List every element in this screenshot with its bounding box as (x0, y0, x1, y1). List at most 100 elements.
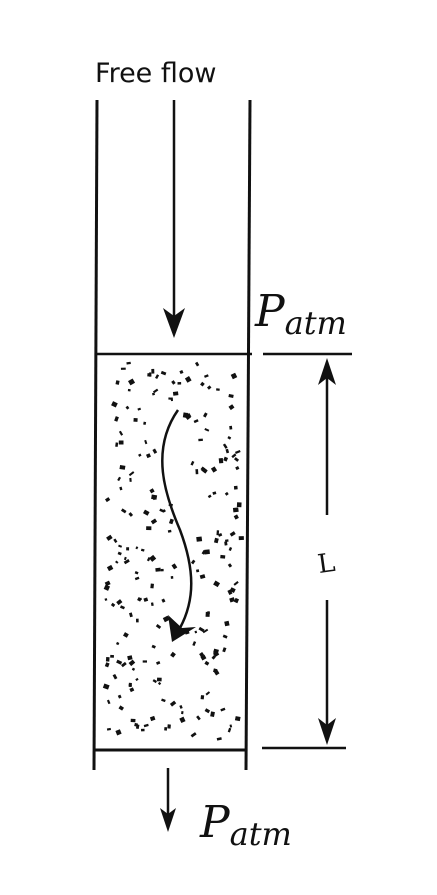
particle (230, 372, 238, 380)
particle (111, 401, 118, 408)
particle (194, 630, 198, 634)
particle (134, 571, 139, 575)
particle (106, 699, 111, 705)
particle (184, 631, 190, 635)
particle (149, 554, 157, 562)
particle (123, 556, 127, 561)
particle (229, 597, 236, 603)
particle (105, 656, 110, 662)
particle (116, 599, 123, 606)
particle (125, 405, 130, 410)
particle (114, 416, 119, 422)
particle (195, 569, 200, 573)
particle (190, 559, 196, 565)
particle (213, 651, 220, 658)
particle (115, 442, 119, 447)
particle (198, 438, 203, 442)
particle (198, 626, 205, 633)
particle (120, 367, 126, 370)
particle (137, 407, 142, 411)
particle (169, 700, 177, 707)
particle (118, 430, 124, 436)
particle (164, 727, 168, 731)
particle (195, 361, 200, 367)
particle (134, 722, 139, 727)
particle (216, 737, 222, 741)
particle (110, 654, 114, 658)
particle (117, 476, 122, 482)
particle (207, 385, 212, 390)
particle (200, 695, 205, 700)
particle (120, 508, 127, 514)
top-pressure-subscript: atm (285, 304, 347, 342)
particle (150, 602, 154, 607)
particle (152, 679, 158, 684)
particle (152, 448, 158, 454)
particle (119, 486, 123, 491)
flow-path-arrow (161, 409, 196, 642)
particle (155, 374, 160, 380)
length-dimension (318, 358, 336, 745)
particle (133, 418, 138, 422)
particle (167, 724, 171, 729)
particle (149, 488, 155, 494)
inflow-arrow (163, 100, 185, 338)
particle (220, 707, 226, 712)
particle (227, 589, 233, 595)
particle (190, 460, 195, 466)
particle (210, 711, 215, 718)
particle (171, 563, 178, 570)
particle (161, 698, 166, 703)
particle (193, 419, 199, 424)
particle (116, 659, 123, 665)
particle (199, 574, 206, 580)
particle (204, 660, 210, 666)
particle (227, 727, 232, 733)
particle (129, 477, 132, 482)
particle (234, 716, 241, 722)
particle (104, 662, 110, 668)
particle (179, 705, 183, 709)
particle (122, 632, 129, 638)
particle (222, 634, 228, 639)
particle (155, 567, 161, 572)
length-label: L (316, 548, 337, 580)
particle (107, 566, 112, 570)
particle (202, 628, 209, 634)
particle (213, 580, 221, 588)
tube-left-wall (92, 99, 99, 771)
particle (112, 673, 118, 680)
particle (179, 716, 186, 724)
particle (184, 376, 192, 383)
particle (233, 581, 239, 586)
particle (179, 369, 184, 375)
particle (157, 681, 162, 686)
particle (161, 598, 166, 603)
particle (233, 597, 240, 604)
particle (213, 669, 220, 676)
particle (224, 541, 228, 546)
particle (126, 547, 130, 551)
particle (128, 683, 132, 687)
particle (233, 485, 238, 490)
particle (229, 531, 236, 537)
particle (218, 457, 224, 464)
particle (127, 655, 133, 661)
particle (151, 644, 156, 649)
particle (167, 529, 172, 533)
particle (216, 530, 220, 536)
particle (234, 457, 240, 462)
particle (102, 683, 110, 690)
free-flow-label: Free flow (95, 58, 217, 89)
particle (143, 421, 147, 425)
particle (160, 568, 164, 572)
particle (113, 538, 118, 544)
particle (177, 382, 182, 385)
particle (172, 391, 179, 396)
particle (118, 705, 125, 711)
particle (119, 605, 125, 610)
porous-particles (102, 361, 244, 741)
particle (222, 443, 228, 449)
particle (162, 615, 170, 623)
